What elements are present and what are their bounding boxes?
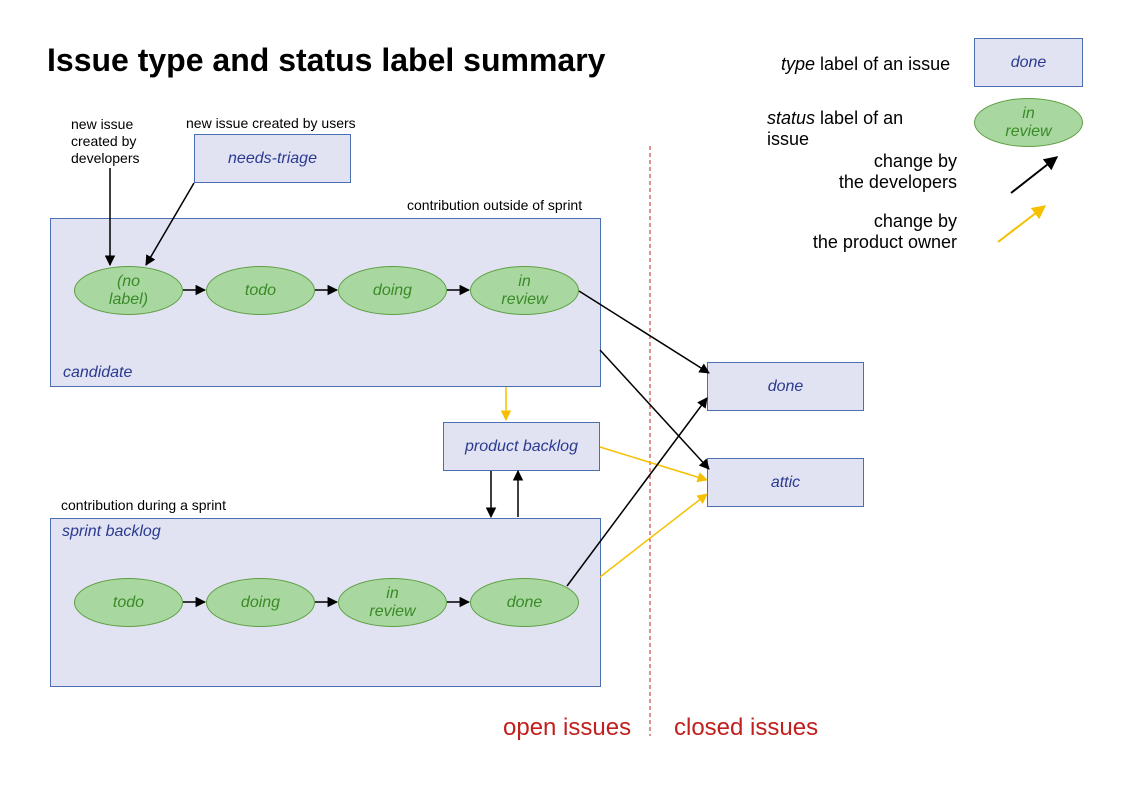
legend-product-owner-arrow xyxy=(997,205,1047,243)
note-line: created by xyxy=(71,133,137,149)
type-label-sprint-backlog: sprint backlog xyxy=(62,523,161,540)
status-ellipse-in-review: in review xyxy=(470,266,579,315)
legend-dev-change: change by the developers xyxy=(797,151,957,193)
legend-line: change by xyxy=(873,211,957,231)
region-label-open: open issues xyxy=(503,714,632,741)
type-box-product-backlog: product backlog xyxy=(443,422,600,471)
legend-type-italic: type xyxy=(781,54,816,74)
status-ellipse-doing: doing xyxy=(206,578,315,627)
legend-line: the product owner xyxy=(812,232,957,252)
status-ellipse-in-review: in review xyxy=(338,578,447,627)
legend-type-box: done xyxy=(974,38,1083,87)
note-line: developers xyxy=(71,150,140,166)
legend-po-change: change by the product owner xyxy=(777,211,957,253)
status-ellipse-no-label: (no label) xyxy=(74,266,183,315)
arrow-candidate-to-attic xyxy=(599,349,710,470)
type-box-attic: attic xyxy=(707,458,864,507)
legend-status-italic: status xyxy=(767,108,816,128)
arrow-sprint-to-attic xyxy=(599,493,708,578)
region-label-closed: closed issues xyxy=(674,714,819,741)
note-new-by-developers: new issue created by developers xyxy=(71,116,140,167)
legend-status-ellipse: in review xyxy=(974,98,1083,147)
page-title: Issue type and status label summary xyxy=(47,42,606,78)
type-box-needs-triage: needs-triage xyxy=(194,134,351,183)
note-new-by-users: new issue created by users xyxy=(186,115,356,131)
arrow-product-backlog-to-attic xyxy=(599,446,709,483)
status-ellipse-todo: todo xyxy=(206,266,315,315)
legend-status-rest: label of an issue xyxy=(767,108,904,149)
status-ellipse-doing: doing xyxy=(338,266,447,315)
status-ellipse-todo: todo xyxy=(74,578,183,627)
type-box-done: done xyxy=(707,362,864,411)
status-ellipse-done: done xyxy=(470,578,579,627)
legend-status-text: status label of an issue xyxy=(767,108,927,150)
legend-type-rest: label of an issue xyxy=(815,54,951,74)
legend-line: the developers xyxy=(838,172,957,192)
note-during-sprint: contribution during a sprint xyxy=(61,497,226,513)
type-label-candidate: candidate xyxy=(63,364,133,381)
legend-developer-arrow xyxy=(1010,156,1059,194)
note-outside-sprint: contribution outside of sprint xyxy=(407,197,583,213)
legend-line: change by xyxy=(873,151,957,171)
note-line: new issue xyxy=(71,116,134,132)
legend-type-text: type label of an issue xyxy=(781,54,950,75)
